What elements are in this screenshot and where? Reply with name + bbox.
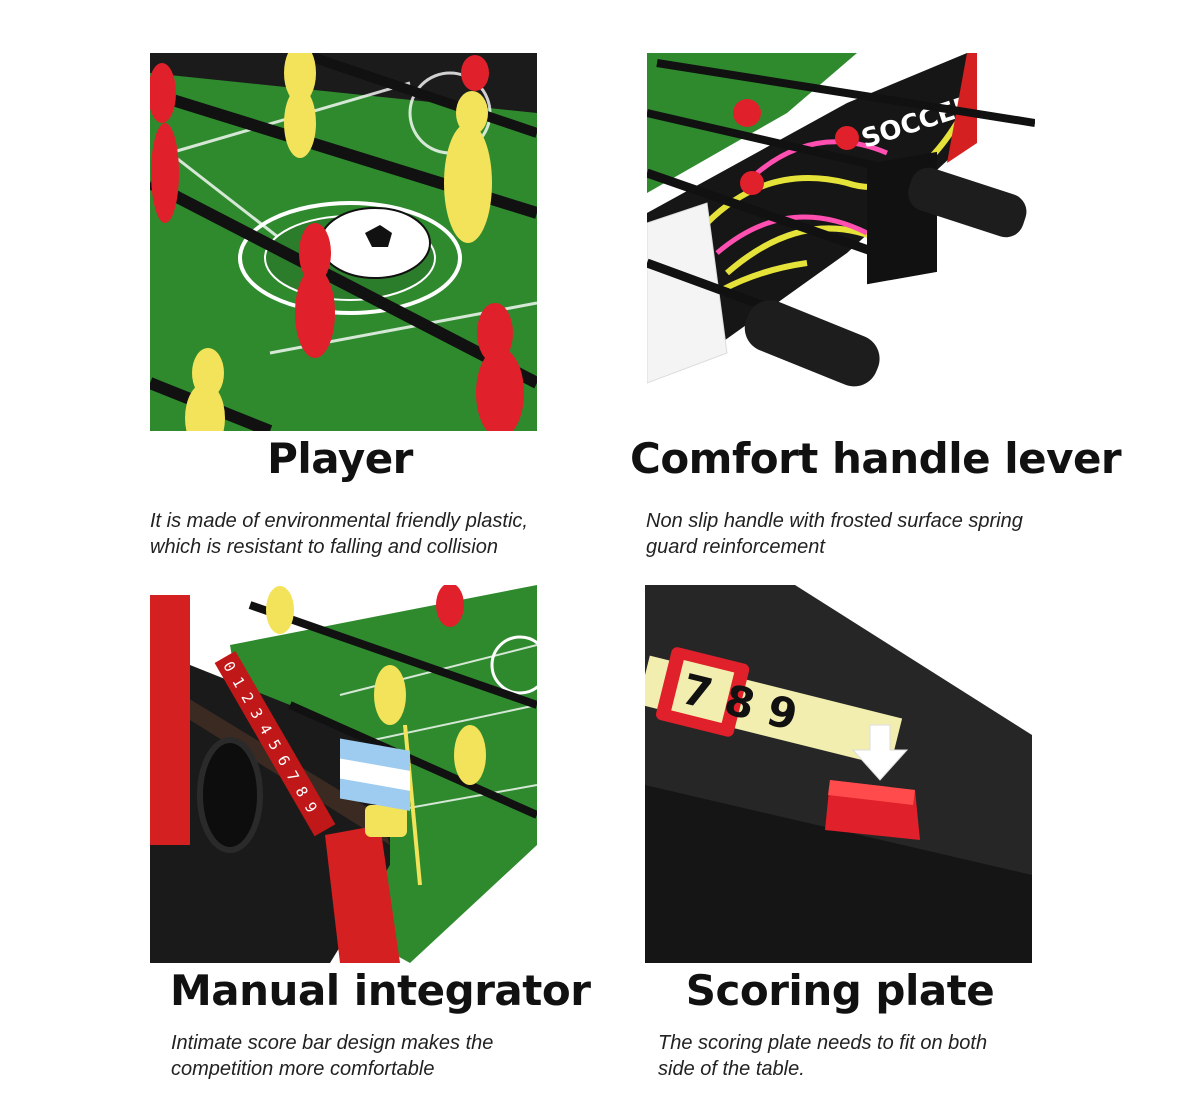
feature-description-comfort-handle-lever: Non slip handle with frosted surface spr… [646, 510, 1023, 558]
feature-description-manual-integrator: Intimate score bar design makes the comp… [171, 1032, 494, 1080]
feature-title-comfort-handle-lever: Comfort handle lever [630, 434, 1122, 483]
player-photo [150, 53, 537, 431]
feature-description-player: It is made of environmental friendly pla… [150, 510, 528, 558]
manual-integrator-photo: 0 1 2 3 4 5 6 7 8 9 [150, 585, 537, 963]
handle-lever-photo: SOCCER [647, 53, 1035, 399]
feature-title-scoring-plate: Scoring plate [685, 966, 995, 1015]
scoring-plate-photo: 7 8 9 [645, 585, 1032, 963]
feature-title-player: Player [267, 434, 413, 483]
feature-title-manual-integrator: Manual integrator [170, 966, 591, 1015]
feature-description-scoring-plate: The scoring plate needs to fit on both s… [658, 1032, 988, 1080]
